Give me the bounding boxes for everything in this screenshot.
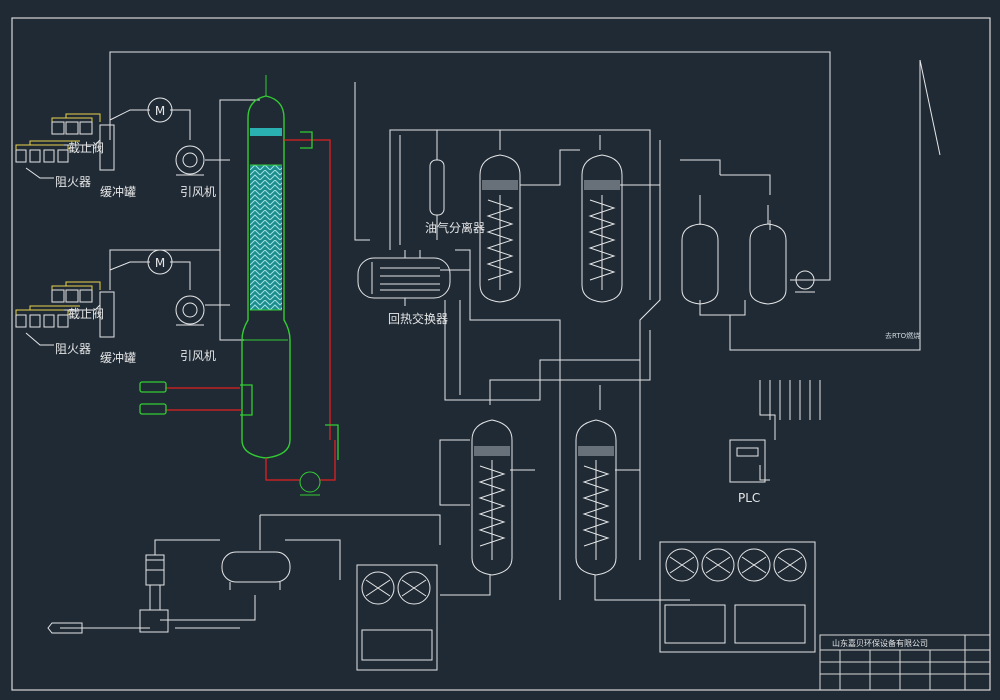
fan-label-2: 引风机 (180, 349, 216, 363)
induced-fan-upper (175, 145, 205, 176)
drawing-frame (11, 17, 991, 691)
feed-connectors (139, 131, 339, 460)
motor-upper: M (147, 97, 173, 123)
buffer-tank-label-2: 缓冲罐 (100, 350, 136, 365)
storage-tank-horizontal (221, 551, 291, 590)
condenser-1 (479, 154, 521, 303)
valve-label-2: 截止阀 (68, 307, 104, 321)
condenser-4 (575, 419, 617, 576)
fire-arrester-label-2: 阻火器 (55, 342, 91, 356)
fire-arrester-bank-upper (15, 113, 115, 179)
absorption-column (241, 75, 291, 459)
svg-text:M: M (155, 256, 165, 270)
vacuum-pump-assembly (139, 554, 169, 633)
svg-text:M: M (155, 104, 165, 118)
valve-label-1: 截止阀 (68, 141, 104, 155)
condenser-2 (581, 154, 623, 303)
main-piping (60, 51, 941, 629)
refrigeration-unit-small (356, 564, 438, 671)
rto-note: 去RTO燃烧 (885, 331, 920, 340)
fire-arrester-bank-lower (15, 281, 115, 346)
motor-lower: M (147, 249, 173, 275)
fan-label-1: 引风机 (180, 185, 216, 199)
buffer-tank-label-1: 缓冲罐 (100, 184, 136, 199)
inlet-connector (47, 622, 83, 634)
collection-tank-2 (749, 205, 787, 305)
transfer-pump (795, 270, 815, 293)
circulation-pump (299, 471, 321, 496)
oil-gas-separator-label: 油气分离器 (425, 220, 485, 235)
refrigeration-unit-large (659, 541, 816, 653)
plc-label: PLC (738, 491, 760, 505)
collection-tank-1 (681, 205, 719, 305)
induced-fan-lower (175, 295, 205, 326)
plc-cabinet (729, 439, 766, 483)
title-company: 山东嘉贝环保设备有限公司 (832, 638, 928, 648)
recuperator-label: 回热交换器 (388, 311, 448, 326)
recuperator-heat-exchanger (357, 250, 451, 306)
condenser-3 (471, 419, 513, 576)
title-block (819, 634, 991, 691)
circulation-piping (165, 139, 336, 481)
fire-arrester-label-1: 阻火器 (55, 175, 91, 189)
oil-gas-separator (429, 159, 445, 240)
